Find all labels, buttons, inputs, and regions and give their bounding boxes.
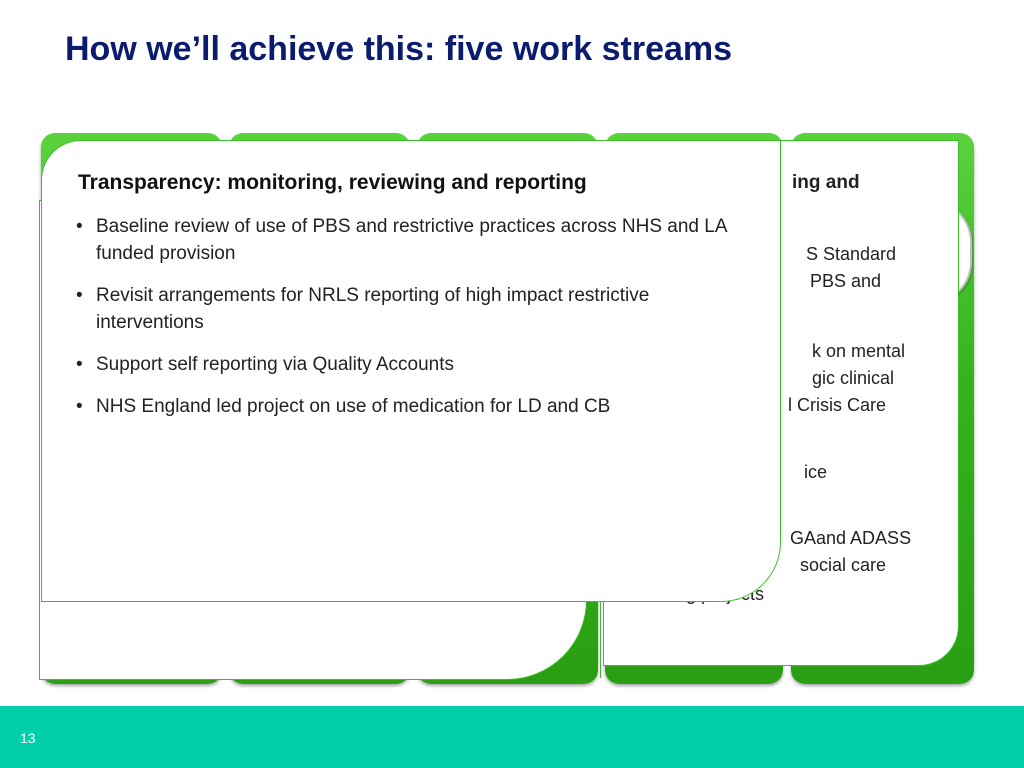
list-item: • NHS England led project on use of medic…	[74, 393, 734, 420]
transparency-heading: Transparency: monitoring, reviewing and …	[78, 171, 587, 194]
footer-band	[0, 706, 1024, 768]
list-item: • Support self reporting via Quality Acco…	[74, 351, 734, 378]
bullet: •	[76, 396, 83, 417]
bullet: •	[76, 285, 83, 306]
partial-line-6: ice	[804, 462, 828, 482]
partial-line-8: social care	[800, 555, 887, 575]
partial-line-7: GAand ADASS	[790, 528, 912, 548]
list-item-text: NHS England led project on use of medica…	[96, 396, 611, 417]
list-item-text: Revisit arrangements for NRLS reporting …	[96, 285, 650, 333]
list-item: • Revisit arrangements for NRLS reporting…	[74, 282, 734, 336]
partial-line-4: gic clinical	[812, 368, 895, 388]
partial-line-1: S Standard	[806, 244, 897, 264]
transparency-bullets: • Baseline review of use of PBS and restr…	[74, 213, 734, 435]
partial-line-3: k on mental	[812, 341, 906, 361]
partial-card-heading: ing and	[792, 172, 860, 193]
work-stream-card-transparency: Transparency: monitoring, reviewing and …	[41, 140, 781, 602]
list-item-text: Support self reporting via Quality Accou…	[96, 354, 455, 375]
bullet: •	[76, 216, 83, 237]
slide-title: How we’ll achieve this: five work stream…	[65, 30, 733, 68]
partial-line-2: PBS and	[810, 271, 882, 291]
partial-line-5: l Crisis Care	[788, 395, 887, 415]
list-item: • Baseline review of use of PBS and restr…	[74, 213, 734, 267]
list-item-text: Baseline review of use of PBS and restri…	[96, 216, 727, 264]
bullet: •	[76, 354, 83, 375]
page-number: 13	[20, 730, 36, 746]
